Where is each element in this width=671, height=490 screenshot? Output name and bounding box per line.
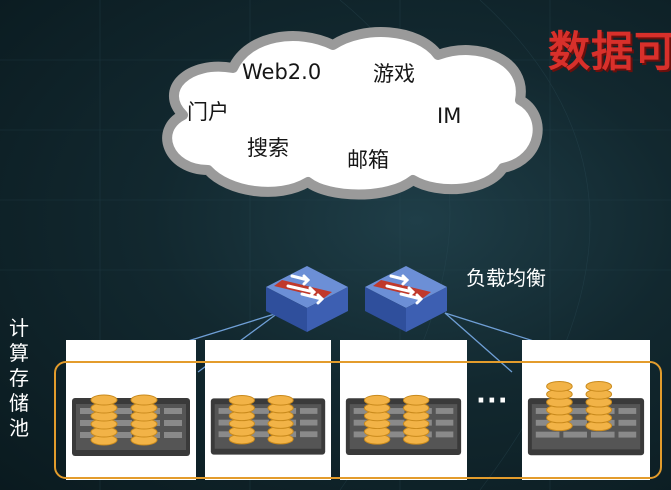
storage-server-icon bbox=[210, 394, 326, 455]
internet-cloud bbox=[162, 27, 543, 200]
storage-server-icon bbox=[72, 394, 190, 456]
pool-label-char: 池 bbox=[9, 416, 29, 440]
pool-label-char: 计 bbox=[9, 316, 29, 340]
server-card bbox=[340, 340, 467, 480]
cloud-label-portal: 门户 bbox=[187, 100, 229, 124]
pool-vertical-label: 计 算 存 储 池 bbox=[6, 316, 32, 441]
pool-label-char: 算 bbox=[9, 341, 29, 365]
pool-label-char: 存 bbox=[9, 366, 29, 390]
storage-server-icon bbox=[345, 394, 462, 455]
server-card bbox=[522, 340, 650, 480]
load-balancer-label: 负载均衡 bbox=[466, 266, 546, 290]
server-card bbox=[66, 340, 196, 480]
cloud-label-web20: Web2.0 bbox=[242, 60, 322, 84]
cloud-label-search: 搜索 bbox=[247, 136, 289, 160]
storage-server-icon bbox=[527, 380, 645, 456]
pool-label-char: 储 bbox=[9, 391, 29, 415]
server-card bbox=[205, 340, 331, 480]
cloud-label-game: 游戏 bbox=[373, 62, 415, 86]
load-balancer-switch-icon bbox=[365, 266, 447, 332]
more-servers-ellipsis: ··· bbox=[476, 386, 509, 416]
load-balancer-switch-icon bbox=[266, 266, 348, 332]
compute-storage-pool-frame bbox=[54, 361, 662, 479]
cloud-label-mail: 邮箱 bbox=[347, 148, 389, 172]
page-title: 数据可 bbox=[548, 27, 671, 76]
cloud-label-im: IM bbox=[437, 104, 462, 128]
